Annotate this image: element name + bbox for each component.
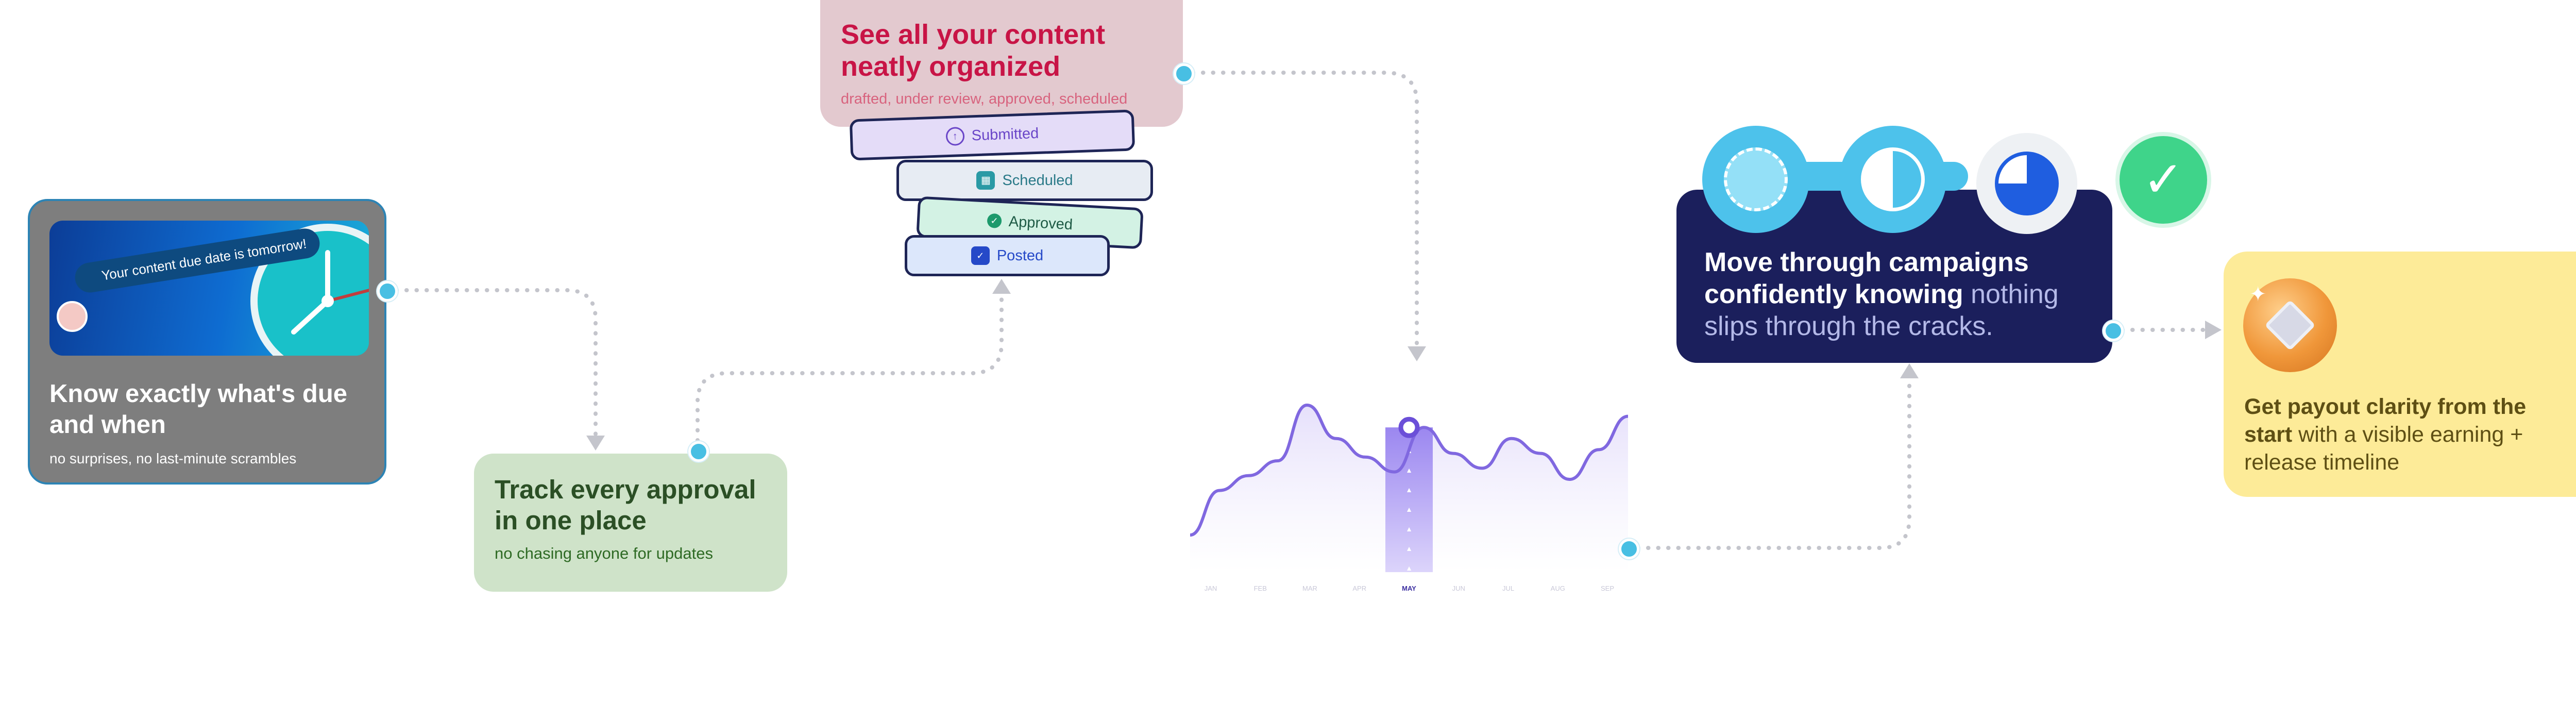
due-dates-card: Your content due date is tomorrow! Know … <box>28 199 386 485</box>
chart-x-tick-label: APR <box>1352 585 1366 592</box>
chart-x-tick-label: AUG <box>1551 585 1565 592</box>
connector-node <box>2103 321 2124 341</box>
arrow-up-icon <box>1900 363 1919 378</box>
chart-x-tick-label: JUL <box>1502 585 1514 592</box>
connector-node <box>1174 63 1194 84</box>
status-chip-scheduled: ▦ Scheduled <box>896 160 1153 201</box>
arrow-up-icon <box>992 279 1011 294</box>
content-title: See all your content neatly organized <box>841 19 1106 82</box>
chart-x-tick-label: JUN <box>1452 585 1465 592</box>
status-label: Approved <box>1008 213 1073 233</box>
due-date-illustration: Your content due date is tomorrow! <box>49 221 369 356</box>
chart-band-marker: ▲ <box>1405 525 1413 533</box>
chart-band-marker: ▲ <box>1405 505 1413 513</box>
chart-x-tick-label: MAR <box>1302 585 1317 592</box>
coin-icon: ✦ <box>2243 278 2337 372</box>
connector-node <box>688 441 709 462</box>
payout-card: ✦ Get payout clarity from the start with… <box>2224 252 2576 497</box>
due-dates-subtitle: no surprises, no last-minute scrambles <box>49 450 297 466</box>
chart-highlight-point <box>1398 416 1420 438</box>
chart-x-tick-label: JAN <box>1205 585 1217 592</box>
connector-node <box>377 281 398 302</box>
arrow-down-icon <box>1408 346 1426 361</box>
chart-band-marker: ▲ <box>1405 486 1413 494</box>
payout-title-bold: Get payout clarity from the start <box>2244 394 2527 447</box>
status-label: Submitted <box>971 125 1039 144</box>
chart-x-tick-label: FEB <box>1254 585 1267 592</box>
step-mostly-done-icon <box>1976 133 2077 234</box>
chart-band-marker: ▲ <box>1405 564 1413 572</box>
content-card: See all your content neatly organized dr… <box>820 0 1183 127</box>
step-complete-icon: ✓ <box>2115 132 2211 228</box>
due-dates-title: Know exactly what's due and when <box>49 380 348 439</box>
check-circle-icon: ✓ <box>987 213 1002 229</box>
payout-title-rest: with a visible earning + release timelin… <box>2244 422 2523 475</box>
step-half-done-icon <box>1839 126 1946 233</box>
chart-series-line <box>1190 403 1628 537</box>
connector-approval-to-content <box>696 290 1004 453</box>
content-subtitle: drafted, under review, approved, schedul… <box>841 91 1128 107</box>
upload-circle-icon: ↑ <box>945 126 965 146</box>
chart-band-marker: ▲ <box>1405 466 1413 474</box>
campaigns-title-bold: Move through campaigns confidently knowi… <box>1704 247 2029 309</box>
connector-content-to-chart <box>1181 71 1419 350</box>
payout-title: Get payout clarity from the start with a… <box>2244 393 2564 476</box>
avatar <box>57 301 88 332</box>
chart-x-tick-label: MAY <box>1402 585 1416 592</box>
connector-node <box>1619 539 1639 559</box>
campaigns-title: Move through campaigns confidently knowi… <box>1704 246 2096 342</box>
campaigns-title-muted: nothing slips through the cracks. <box>1704 279 2059 341</box>
arrow-right-icon <box>2205 321 2222 339</box>
approvals-card: Track every approval in one place no cha… <box>474 454 787 592</box>
status-chip-posted: ✓ Posted <box>905 235 1110 276</box>
shield-check-icon: ✓ <box>971 246 990 265</box>
arrow-down-icon <box>586 436 605 450</box>
approvals-subtitle: no chasing anyone for updates <box>495 544 713 562</box>
calendar-icon: ▦ <box>976 171 995 190</box>
chart-x-tick-label: SEP <box>1601 585 1614 592</box>
status-label: Scheduled <box>1002 172 1073 189</box>
status-label: Posted <box>996 247 1044 264</box>
connector-chart-to-campaigns <box>1626 374 1911 550</box>
connector-due-to-approval <box>384 288 598 440</box>
approvals-title: Track every approval in one place <box>495 475 756 535</box>
step-not-started-icon <box>1702 126 1809 233</box>
chart-band-marker: ▲ <box>1405 544 1413 553</box>
